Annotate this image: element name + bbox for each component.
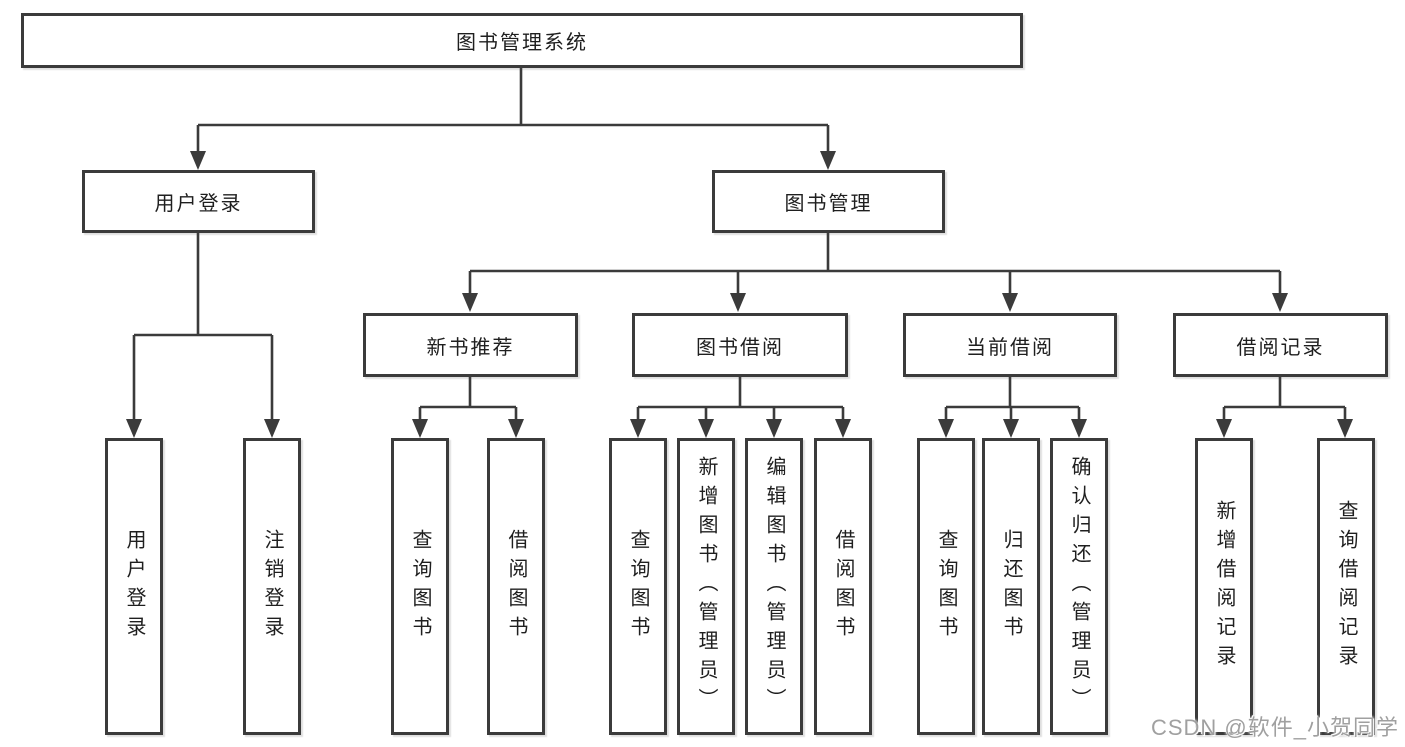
arrowhead	[1337, 419, 1353, 438]
node-current-borrow: 当前借阅	[903, 313, 1117, 377]
csdn-watermark: CSDN @软件_小贺同学	[1150, 715, 1399, 740]
leaf-newbook-borrow-books: 借阅图书	[487, 438, 545, 735]
leaf-records-add-record: 新增借阅记录	[1195, 438, 1253, 735]
connector-current-to-leaves	[944, 377, 1081, 420]
arrowhead	[1002, 293, 1018, 312]
node-book-borrow: 图书借阅	[632, 313, 848, 377]
arrowhead	[508, 419, 524, 438]
arrowhead	[835, 419, 851, 438]
connector-newbook-to-leaves	[418, 377, 518, 420]
arrowheads	[126, 151, 1353, 438]
leaf-user-login: 用户登录	[105, 438, 163, 735]
node-book-management: 图书管理	[712, 170, 945, 233]
leaf-newbook-query-books: 查询图书	[391, 438, 449, 735]
leaf-borrow-add-books-admin: 新增图书（管理员）	[677, 438, 735, 735]
arrowhead	[1071, 419, 1087, 438]
arrowhead	[820, 151, 836, 170]
arrowhead	[462, 293, 478, 312]
arrowhead	[264, 419, 280, 438]
arrowhead	[190, 151, 206, 170]
node-user-login: 用户登录	[82, 170, 315, 233]
leaf-borrow-edit-books-admin: 编辑图书（管理员）	[745, 438, 803, 735]
arrowhead	[630, 419, 646, 438]
leaf-records-query-record: 查询借阅记录	[1317, 438, 1375, 735]
arrowhead	[1272, 293, 1288, 312]
connector-bookmgmt-to-level3	[468, 233, 1282, 294]
leaf-borrow-query-books: 查询图书	[609, 438, 667, 735]
connector-records-to-leaves	[1222, 377, 1347, 420]
node-root-system: 图书管理系统	[21, 13, 1023, 68]
leaf-logout: 注销登录	[243, 438, 301, 735]
connector-userlogin-to-leaves	[132, 233, 274, 420]
arrowhead	[1216, 419, 1232, 438]
leaf-current-return-books: 归还图书	[982, 438, 1040, 735]
arrowhead	[938, 419, 954, 438]
connector-root-to-level2	[196, 66, 830, 152]
arrowhead	[126, 419, 142, 438]
node-new-book-recommend: 新书推荐	[363, 313, 578, 377]
arrowhead	[1003, 419, 1019, 438]
connector-borrow-to-leaves	[636, 377, 845, 420]
leaf-current-confirm-return-admin: 确认归还（管理员）	[1050, 438, 1108, 735]
node-borrow-records: 借阅记录	[1173, 313, 1388, 377]
leaf-current-query-books: 查询图书	[917, 438, 975, 735]
arrowhead	[766, 419, 782, 438]
arrowhead	[730, 293, 746, 312]
leaf-borrow-borrow-books: 借阅图书	[814, 438, 872, 735]
arrowhead	[412, 419, 428, 438]
arrowhead	[698, 419, 714, 438]
